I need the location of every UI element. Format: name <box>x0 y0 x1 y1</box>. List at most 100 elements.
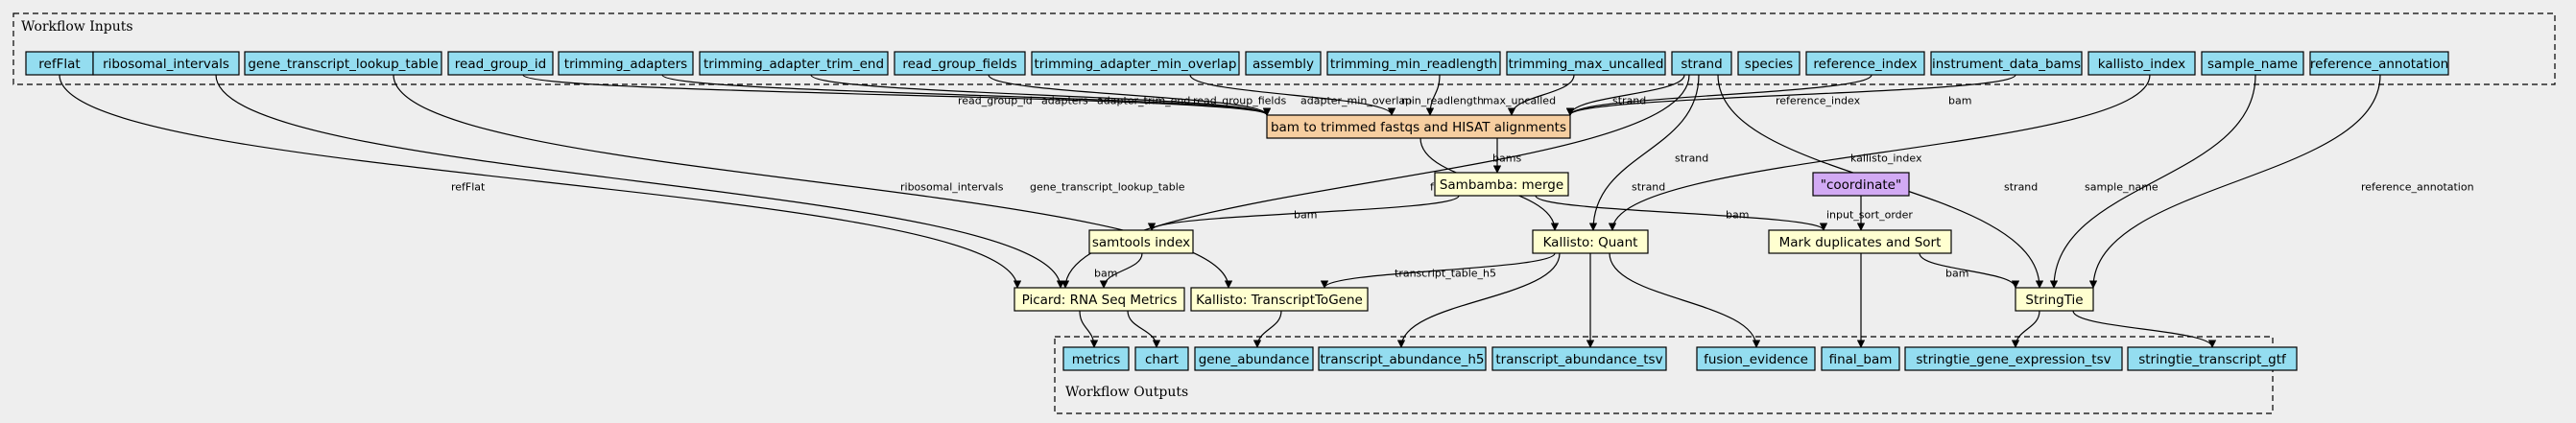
node-label: ribosomal_intervals <box>103 57 229 72</box>
input-node-trimming-adapters: trimming_adapters <box>558 51 694 76</box>
input-node-strand: strand <box>1671 51 1732 76</box>
edge-path <box>1609 252 1761 348</box>
edge-label: strand <box>1675 153 1708 165</box>
step-node-kallisto-quant: Kallisto: Quant <box>1532 229 1649 254</box>
node-box <box>1014 287 1185 312</box>
edge-in-instrument-data-bams-to-step-bam-to-trimmed <box>1565 74 2016 116</box>
value-node-coordinate: "coordinate" <box>1812 172 1910 197</box>
node-box <box>1245 51 1322 76</box>
edge-label: max_uncalled <box>1483 95 1556 107</box>
node-box <box>1266 114 1571 139</box>
edge-label: bam <box>1094 268 1117 280</box>
node-label: Kallisto: TranscriptToGene <box>1196 293 1363 308</box>
edge-label: bam <box>1726 209 1749 222</box>
node-label: Sambamba: merge <box>1440 177 1563 193</box>
edge-label: strand <box>1632 181 1665 194</box>
node-box <box>25 51 94 76</box>
node-label: read_group_id <box>455 57 546 72</box>
node-label: trimming_adapter_trim_end <box>704 57 884 72</box>
edge-path <box>215 74 1065 289</box>
node-label: bam to trimmed fastqs and HISAT alignmen… <box>1271 120 1566 135</box>
node-label: trimming_min_readlength <box>1330 57 1497 72</box>
edge-step-sambamba-merge-to-step-mark-duplicates <box>1535 195 1828 231</box>
node-label: fusion_evidence <box>1704 352 1808 367</box>
input-node-assembly: assembly <box>1245 51 1322 76</box>
node-label: gene_transcript_lookup_table <box>248 57 438 72</box>
workflow-outputs-label: Workflow Outputs <box>1065 385 1188 400</box>
node-box <box>1318 346 1487 371</box>
step-node-mark-duplicates: Mark duplicates and Sort <box>1768 229 1952 254</box>
edge-in-refflat-to-step-picard-rnaseq <box>59 74 1022 289</box>
output-node-gene-abundance: gene_abundance <box>1194 346 1314 371</box>
edge-path <box>1608 74 2151 231</box>
node-label: trimming_adapter_min_overlap <box>1034 57 1236 72</box>
node-label: "coordinate" <box>1821 177 1901 193</box>
node-box <box>1194 346 1314 371</box>
edge-path <box>1396 252 1561 348</box>
edge-label: transcript_table_h5 <box>1395 268 1496 280</box>
node-box <box>2127 346 2298 371</box>
output-node-stringtie-transcript-gtf: stringtie_transcript_gtf <box>2127 346 2298 371</box>
node-label: Picard: RNA Seq Metrics <box>1022 293 1178 308</box>
workflow-inputs-cluster: Workflow Inputs <box>12 12 2556 85</box>
node-label: final_bam <box>1829 352 1893 367</box>
edge-step-kallisto-quant-to-out-fusion-evidence <box>1609 252 1761 348</box>
edge-label: bam <box>1294 209 1317 222</box>
input-node-trimming-max-uncalled: trimming_max_uncalled <box>1506 51 1666 76</box>
node-label: reference_annotation <box>2310 57 2448 72</box>
input-node-instrument-data-bams: instrument_data_bams <box>1930 51 2083 76</box>
node-label: trimming_adapters <box>564 57 687 72</box>
input-node-species: species <box>1737 51 1801 76</box>
edge-label: ribosomal_intervals <box>900 181 1004 194</box>
node-box <box>447 51 554 76</box>
input-node-read-group-fields: read_group_fields <box>894 51 1026 76</box>
output-node-chart: chart <box>1134 346 1189 371</box>
edge-in-read-group-id-to-step-bam-to-trimmed <box>522 74 1271 116</box>
node-box <box>92 51 240 76</box>
node-label: stringtie_transcript_gtf <box>2138 352 2287 367</box>
node-box <box>1671 51 1732 76</box>
node-box <box>1434 172 1569 197</box>
output-node-final-bam: final_bam <box>1821 346 1900 371</box>
edge-path <box>2049 74 2256 289</box>
node-label: sample_name <box>2207 57 2298 72</box>
edge-label: min_readlength <box>1401 95 1484 107</box>
node-label: Mark duplicates and Sort <box>1779 235 1942 250</box>
edge-path <box>1320 252 1556 289</box>
node-label: reference_index <box>1813 57 1917 72</box>
node-box <box>2201 51 2304 76</box>
edge-path <box>1147 195 1460 231</box>
node-label: samtools index <box>1092 235 1190 250</box>
edge-path <box>2011 310 2040 348</box>
output-node-stringtie-gene-expression-tsv: stringtie_gene_expression_tsv <box>1904 346 2123 371</box>
edge-label: read_group_id <box>958 95 1033 107</box>
edge-path <box>988 74 1272 116</box>
input-node-gene-transcript-lookup-table: gene_transcript_lookup_table <box>244 51 442 76</box>
step-node-kallisto-t2g: Kallisto: TranscriptToGene <box>1190 287 1369 312</box>
edge-label: strand <box>1612 95 1646 107</box>
node-label: kallisto_index <box>2098 57 2185 72</box>
edge-label: kallisto_index <box>1850 153 1922 165</box>
edge-path <box>1565 74 2016 116</box>
edge-path <box>661 74 1271 116</box>
input-node-sample-name: sample_name <box>2201 51 2304 76</box>
edge-label: adapters <box>1041 95 1088 107</box>
edge-path <box>522 74 1271 116</box>
edge-path <box>1425 74 1441 116</box>
node-label: chart <box>1145 352 1179 367</box>
node-box <box>244 51 442 76</box>
node-label: metrics <box>1072 352 1121 367</box>
output-node-fusion-evidence: fusion_evidence <box>1696 346 1816 371</box>
node-box <box>894 51 1026 76</box>
node-box <box>1031 51 1240 76</box>
node-box <box>1768 229 1952 254</box>
edge-step-picard-rnaseq-to-out-metrics <box>1079 310 1099 348</box>
step-node-stringtie: StringTie <box>2015 287 2094 312</box>
node-box <box>1696 346 1816 371</box>
edge-step-kallisto-quant-to-out-transcript-abundance-h5 <box>1396 252 1561 348</box>
input-node-trimming-min-readlength: trimming_min_readlength <box>1326 51 1501 76</box>
node-label: species <box>1745 57 1793 72</box>
node-box <box>1491 346 1667 371</box>
